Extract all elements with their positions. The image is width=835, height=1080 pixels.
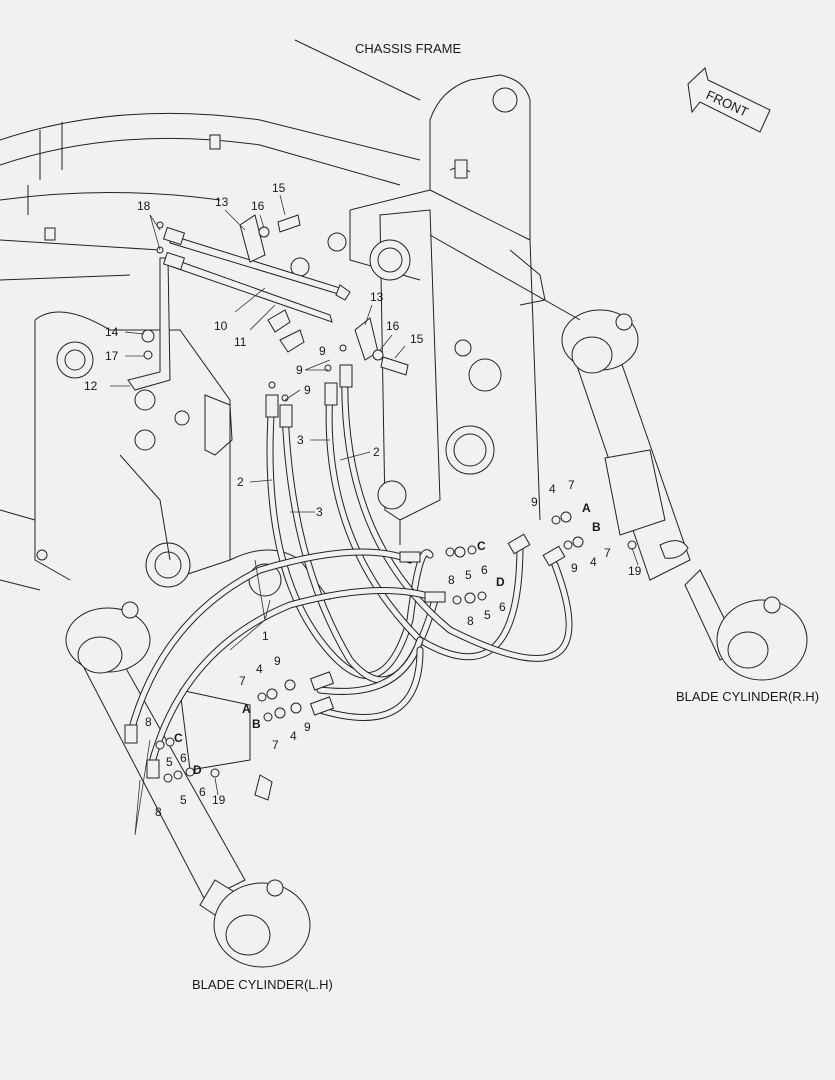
port-a-rh: A	[582, 501, 591, 515]
port-b-rh: B	[592, 520, 601, 534]
callout-18: 18	[137, 199, 151, 213]
port-b-lh: B	[252, 717, 261, 731]
callout-10: 10	[214, 319, 228, 333]
callout-9: 9	[304, 383, 311, 397]
callout-8: 8	[155, 805, 162, 819]
callout-8: 8	[467, 614, 474, 628]
callout-9: 9	[274, 654, 281, 668]
callout-15: 15	[410, 332, 424, 346]
callout-5: 5	[484, 608, 491, 622]
callout-7: 7	[239, 674, 246, 688]
callout-12: 12	[84, 379, 98, 393]
callout-13: 13	[370, 290, 384, 304]
callout-19: 19	[628, 564, 642, 578]
chassis-frame	[0, 39, 546, 601]
callout-14: 14	[105, 325, 119, 339]
callout-9: 9	[304, 720, 311, 734]
callout-7: 7	[604, 546, 611, 560]
callout-4: 4	[590, 555, 597, 569]
callout-6: 6	[481, 563, 488, 577]
callout-13: 13	[215, 195, 229, 209]
leader-lines	[110, 194, 639, 836]
blade-cylinder-rh-title: BLADE CYLINDER(R.H)	[676, 689, 819, 704]
port-labels: A B C D A B C D	[174, 501, 601, 777]
blade-cylinder-rh	[429, 234, 808, 681]
callout-16: 16	[251, 199, 265, 213]
callout-9: 9	[319, 344, 326, 358]
blade-cylinder-lh-title: BLADE CYLINDER(L.H)	[192, 977, 333, 992]
port-c-lh: C	[174, 731, 183, 745]
callout-6: 6	[180, 751, 187, 765]
callout-6: 6	[199, 785, 206, 799]
callout-2: 2	[373, 445, 380, 459]
callout-9: 9	[531, 495, 538, 509]
fittings	[155, 221, 637, 783]
callout-8: 8	[145, 715, 152, 729]
hoses	[124, 364, 573, 779]
callout-6: 6	[499, 600, 506, 614]
part-callouts: 1 2 2 3 3 4 4 4 4 5 5 5 5 6 6 6 6 7 7 7 …	[84, 181, 642, 819]
front-arrow: FRONT	[687, 67, 771, 133]
port-d-lh: D	[193, 763, 202, 777]
callout-17: 17	[105, 349, 119, 363]
callout-15: 15	[272, 181, 286, 195]
port-a-lh: A	[242, 702, 251, 716]
pipe-assembly	[127, 214, 409, 391]
callout-4: 4	[549, 482, 556, 496]
callout-7: 7	[272, 738, 279, 752]
callout-3: 3	[297, 433, 304, 447]
callout-8: 8	[448, 573, 455, 587]
callout-3: 3	[316, 505, 323, 519]
title-labels: CHASSIS FRAME BLADE CYLINDER(R.H) BLADE …	[192, 41, 819, 992]
callout-5: 5	[166, 755, 173, 769]
callout-19: 19	[212, 793, 226, 807]
chassis-frame-title: CHASSIS FRAME	[355, 41, 462, 56]
callout-5: 5	[465, 568, 472, 582]
callout-2: 2	[237, 475, 244, 489]
callout-5: 5	[180, 793, 187, 807]
callout-4: 4	[290, 729, 297, 743]
port-c-rh: C	[477, 539, 486, 553]
callout-1: 1	[262, 629, 269, 643]
callout-9: 9	[296, 363, 303, 377]
blade-cylinder-lh	[65, 601, 311, 968]
callout-7: 7	[568, 478, 575, 492]
callout-11: 11	[234, 335, 247, 349]
port-d-rh: D	[496, 575, 505, 589]
callout-9: 9	[571, 561, 578, 575]
callout-16: 16	[386, 319, 400, 333]
callout-4: 4	[256, 662, 263, 676]
